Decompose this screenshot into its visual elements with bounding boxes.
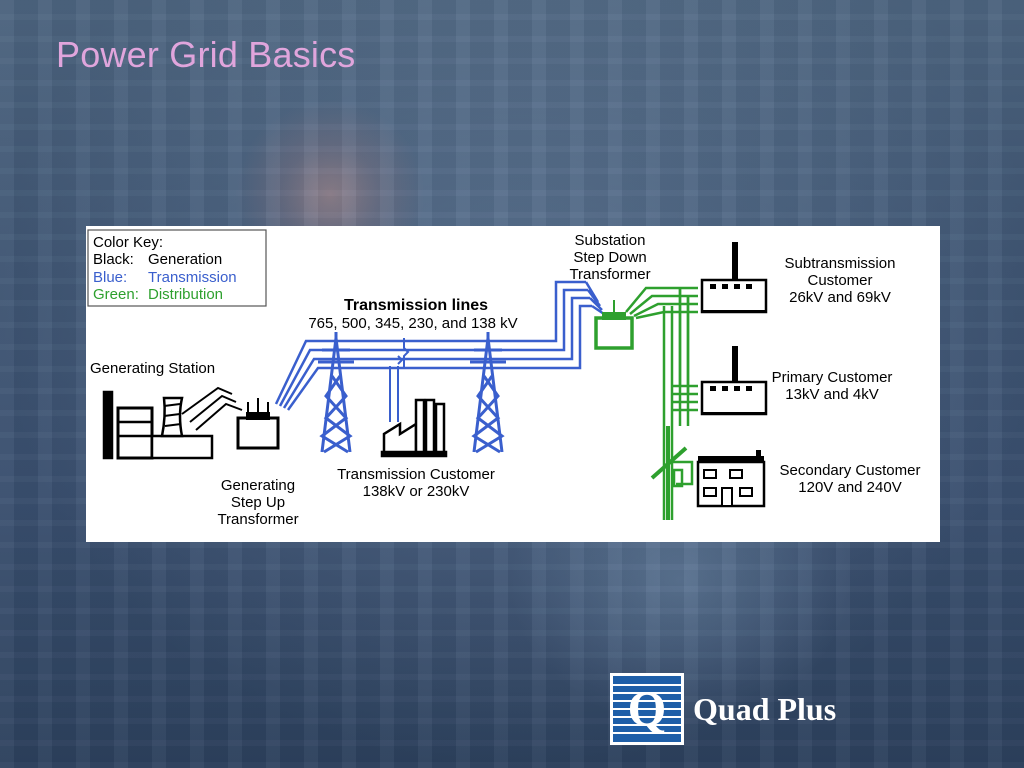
distribution-lines <box>625 286 698 520</box>
color-key-transmission-value: Transmission <box>148 269 237 286</box>
generating-station-icon <box>102 386 243 460</box>
color-key-transmission-label: Blue: <box>93 269 127 286</box>
step-up-transformer-icon <box>236 398 280 450</box>
transmission-tower-icon <box>470 332 506 454</box>
transmission-lines <box>274 280 592 411</box>
subtransmission-customer-label-line3: 26kV and 69kV <box>789 289 891 306</box>
step-up-transformer-label-line1: Generating <box>221 477 295 494</box>
color-key-distribution-label: Green: <box>93 286 139 303</box>
subtransmission-customer-label-line2: Customer <box>807 272 872 289</box>
color-key-generation-label: Black: <box>93 251 134 268</box>
primary-customer-label-line2: 13kV and 4kV <box>785 386 878 403</box>
transmission-lines-voltages: 765, 500, 345, 230, and 138 kV <box>308 315 517 332</box>
transmission-customer-label-line2: 138kV or 230kV <box>363 483 470 500</box>
substation-label-line3: Transformer <box>569 266 650 283</box>
color-key-heading: Color Key: <box>93 234 163 251</box>
transmission-lines-title: Transmission lines <box>344 297 488 314</box>
primary-customer-label-line1: Primary Customer <box>772 369 893 386</box>
transmission-tower-icon <box>318 332 354 454</box>
color-key: Color Key: Black: Generation Blue: Trans… <box>87 229 267 307</box>
secondary-customer-label-line1: Secondary Customer <box>780 462 921 479</box>
svg-text:Q: Q <box>628 680 667 736</box>
primary-customer-icon <box>700 346 768 416</box>
transmission-customer-icon <box>380 366 448 458</box>
subtransmission-customer-icon <box>700 242 768 314</box>
color-key-generation-value: Generation <box>148 251 222 268</box>
power-grid-diagram: Color Key: Black: Generation Blue: Trans… <box>86 226 940 542</box>
company-logo-name: Quad Plus <box>693 691 837 727</box>
subtransmission-customer-label-line1: Subtransmission <box>785 255 896 272</box>
utility-pole-icon <box>650 426 688 520</box>
slide-title: Power Grid Basics <box>56 34 356 75</box>
generating-station-label: Generating Station <box>90 360 215 377</box>
transmission-customer-label-line1: Transmission Customer <box>337 466 495 483</box>
substation-label-line2: Step Down <box>573 249 646 266</box>
step-down-transformer-icon <box>584 281 634 350</box>
step-up-transformer-label-line2: Step Up <box>231 494 285 511</box>
secondary-customer-label-line2: 120V and 240V <box>798 479 901 496</box>
color-key-distribution-value: Distribution <box>148 286 223 303</box>
company-logo: Q Quad Plus <box>610 673 870 745</box>
company-logo-mark: Q <box>610 673 684 745</box>
secondary-customer-icon <box>696 450 766 508</box>
substation-label-line1: Substation <box>575 232 646 249</box>
step-up-transformer-label-line3: Transformer <box>217 511 298 528</box>
